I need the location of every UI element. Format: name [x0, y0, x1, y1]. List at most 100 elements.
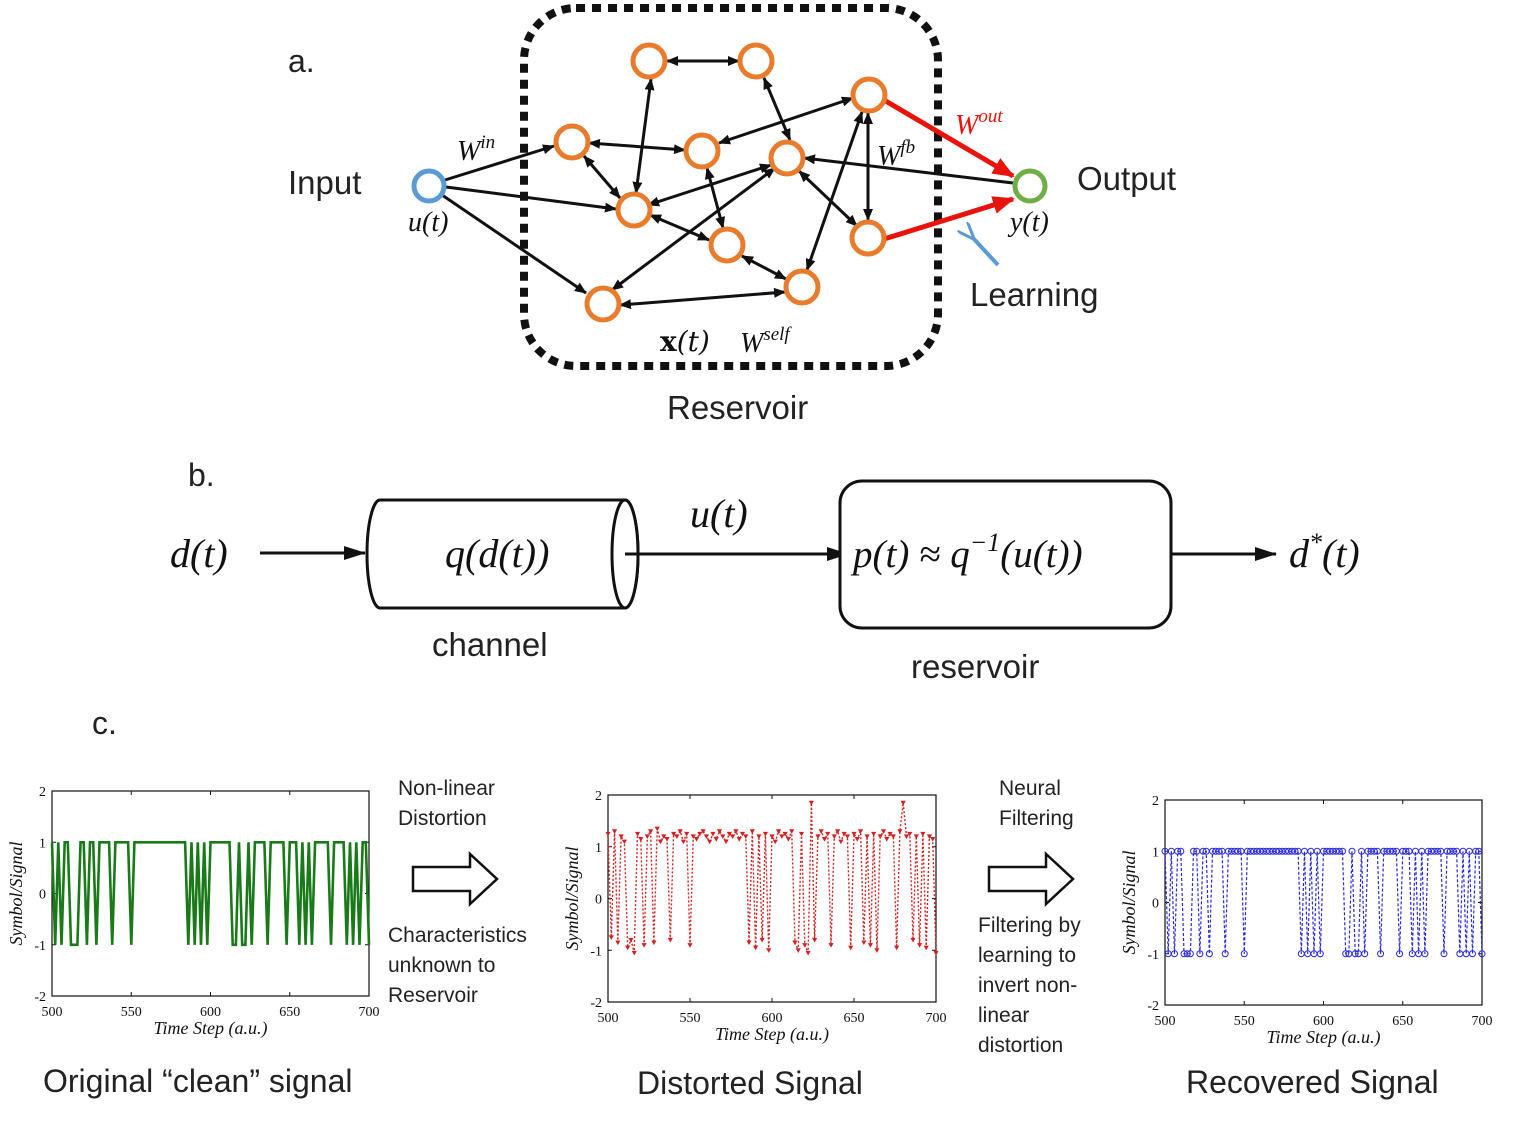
- data-point: [920, 831, 926, 837]
- y-tick-label: -1: [590, 944, 602, 959]
- data-point: [867, 943, 873, 948]
- data-point: [831, 834, 837, 839]
- data-point: [835, 829, 841, 834]
- x-axis-label: Time Step (a.u.): [154, 1018, 268, 1039]
- data-point: [625, 945, 631, 951]
- output-edges: [882, 97, 1015, 242]
- w-fb-label: Wfb: [877, 137, 915, 172]
- data-point: [677, 829, 683, 834]
- x-axis-label: Time Step (a.u.): [1267, 1027, 1381, 1048]
- input-node: [411, 168, 447, 204]
- data-point: [674, 834, 680, 839]
- reservoir-node: [584, 285, 622, 323]
- arrow1-bottom-line3: Reservoir: [388, 984, 478, 1007]
- data-point: [802, 943, 808, 948]
- data-point: [841, 831, 847, 837]
- data-point: [657, 839, 664, 845]
- caption-clean: Original “clean” signal: [43, 1063, 352, 1099]
- reservoir-node: [553, 123, 591, 161]
- data-point: [631, 950, 637, 956]
- data-point: [848, 945, 854, 951]
- panel-b-label: b.: [188, 457, 215, 493]
- learning-label: Learning: [970, 276, 1098, 313]
- data-point: [700, 829, 706, 834]
- data-point: [782, 831, 788, 837]
- x-tick-label: 600: [762, 1011, 783, 1026]
- panel-a-label: a.: [288, 43, 315, 79]
- reservoir-node: [768, 139, 806, 177]
- data-point: [664, 836, 670, 842]
- x-tick-label: 550: [1234, 1014, 1255, 1029]
- data-point: [769, 834, 775, 839]
- y-tick-label: -1: [34, 939, 46, 954]
- data-point: [857, 829, 864, 834]
- y-tick-label: 1: [1152, 845, 1159, 860]
- x-tick-label: 600: [1313, 1014, 1334, 1029]
- data-point: [680, 839, 687, 845]
- data-point: [877, 834, 883, 839]
- arrow1-top-line1: Non-linear: [398, 777, 495, 800]
- data-point: [628, 937, 634, 943]
- data-point: [1389, 847, 1397, 855]
- data-point: [775, 829, 782, 834]
- arrow1-top-line2: Distortion: [398, 807, 487, 830]
- reservoir-node: [783, 268, 821, 306]
- data-point: [644, 834, 650, 839]
- data-point: [638, 836, 644, 842]
- data-point: [930, 836, 936, 842]
- data-point: [730, 834, 736, 839]
- reservoir-node: [850, 76, 888, 114]
- w-self-label: Wself: [740, 324, 792, 359]
- data-point: [733, 829, 739, 834]
- data-point: [1449, 847, 1457, 855]
- data-point: [864, 834, 870, 839]
- data-point: [818, 829, 824, 834]
- data-point: [1183, 950, 1191, 958]
- arrow1-bottom-line1: Characteristics: [388, 924, 527, 947]
- data-point: [1199, 847, 1207, 855]
- reservoir-node: [849, 219, 887, 257]
- data-point: [851, 831, 857, 837]
- x-tick-label: 500: [598, 1011, 619, 1026]
- data-point: [697, 831, 703, 837]
- data-point: [671, 831, 677, 837]
- x-tick-label: 700: [926, 1011, 947, 1026]
- x-tick-label: 500: [1155, 1014, 1176, 1029]
- data-point: [897, 829, 903, 834]
- data-point: [825, 831, 831, 837]
- y-axis-label: Symbol/Signal: [6, 842, 26, 946]
- data-point: [1339, 847, 1347, 855]
- data-point: [749, 829, 755, 834]
- y-tick-label: -1: [1147, 948, 1159, 963]
- data-point: [910, 937, 916, 943]
- y-tick-label: 1: [595, 841, 602, 856]
- data-point: [1205, 950, 1213, 958]
- data-point: [1215, 847, 1223, 855]
- data-point: [795, 948, 801, 953]
- y-tick-label: -2: [1147, 999, 1159, 1014]
- data-point: [720, 834, 726, 839]
- reservoir-label: reservoir: [911, 648, 1039, 685]
- data-point: [615, 940, 621, 946]
- data-point: [854, 836, 860, 842]
- data-point: [844, 834, 851, 839]
- reservoir-node: [615, 191, 653, 229]
- reservoir-node: [708, 226, 746, 264]
- data-point: [923, 945, 929, 951]
- y-tick-label: -2: [590, 996, 602, 1011]
- data-point: [716, 829, 723, 834]
- output-node: [1012, 168, 1048, 204]
- arrow2-top-line1: Neural: [999, 777, 1061, 800]
- data-point: [785, 836, 791, 842]
- arrow2-bottom-line3: invert non-: [978, 974, 1077, 997]
- data-point: [693, 836, 700, 842]
- data-point: [903, 834, 910, 839]
- data-point: [611, 829, 618, 834]
- channel-cylinder: [365, 498, 640, 610]
- channel-label: channel: [432, 626, 548, 663]
- y-tick-label: 2: [39, 785, 46, 800]
- data-point: [634, 831, 641, 837]
- u-t-label: u(t): [408, 207, 448, 238]
- data-point: [703, 834, 709, 839]
